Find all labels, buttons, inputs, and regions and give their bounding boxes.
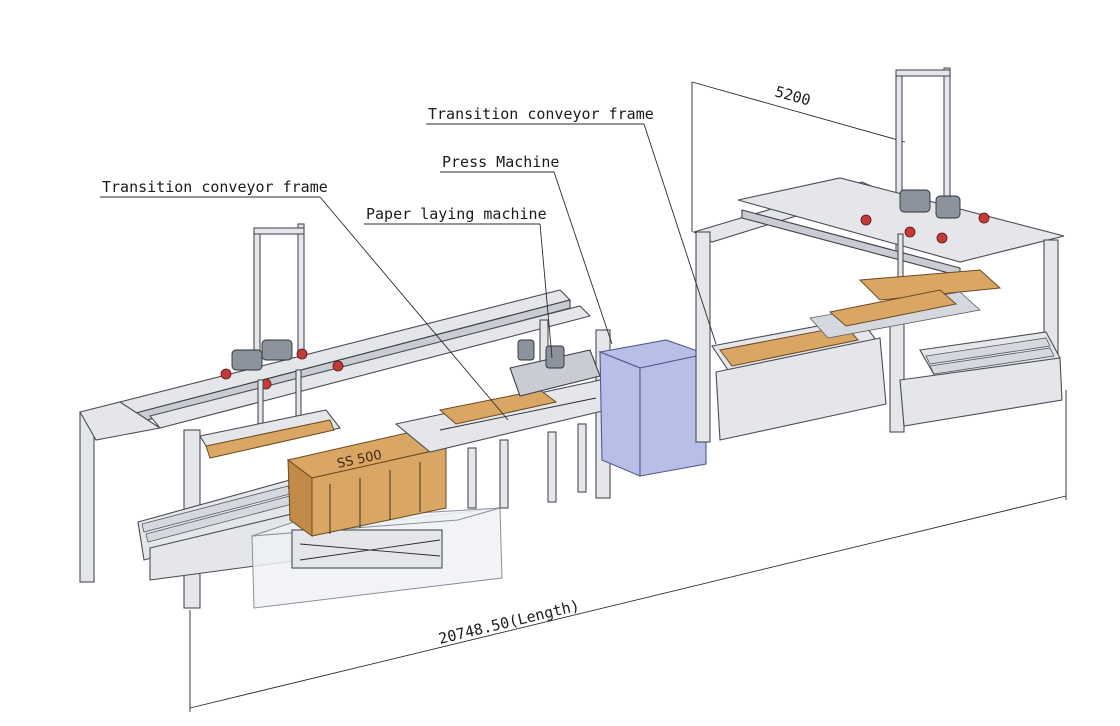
width-dimension-label: 5200 — [773, 83, 813, 110]
length-dimension-label: 20748.50(Length) — [437, 596, 582, 647]
callout-right-transition-frame: Transition conveyor frame — [428, 105, 654, 123]
press-machine — [598, 339, 709, 477]
right-transition-conveyor — [711, 289, 1063, 441]
left-gantry — [79, 223, 611, 609]
paper-laying-machine — [394, 339, 634, 509]
callout-paper-laying-machine: Paper laying machine — [366, 205, 547, 223]
callout-left-transition-frame: Transition conveyor frame — [102, 178, 328, 196]
left-roller-conveyor — [137, 479, 301, 581]
callout-press-machine: Press Machine — [442, 153, 559, 171]
callout-leaders — [100, 123, 717, 421]
lift-table-enclosure — [251, 507, 503, 609]
stacked-boards: SS 500 — [286, 429, 448, 537]
